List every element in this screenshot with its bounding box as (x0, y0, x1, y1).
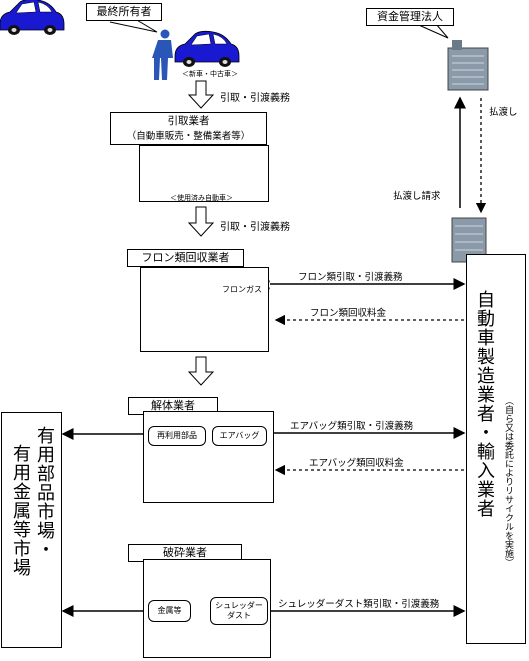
collector-title: 引取業者 （自動車販売・整備業者等） (110, 112, 267, 145)
dust-obligation-label: シュレッダーダスト類引取・引渡義務 (278, 599, 440, 610)
reuse-parts-box: 再利用部品 (148, 426, 206, 446)
dismantler-title: 解体業者 (128, 397, 218, 415)
metals-box: 金属等 (148, 600, 191, 622)
collector-name: 引取業者 (167, 115, 210, 127)
market-box (1, 412, 62, 648)
person-icon (152, 29, 173, 80)
airbag-fee-label: エアバッグ類回収料金 (309, 458, 404, 469)
collector-subtitle: （自動車販売・整備業者等） (126, 131, 251, 142)
final-owner-label: 最終所有者 (86, 3, 162, 21)
manufacturer-note: （自ら又は委託によりリサイクルを実施） (503, 396, 513, 567)
down-arrow-2 (187, 206, 215, 237)
freon-fee-label: フロン類回収料金 (310, 308, 387, 319)
airbag-box: エアバッグ (212, 426, 267, 446)
freon-gas-label: フロンガス (222, 285, 262, 294)
shredder-dust-line-1: シュレッダー (215, 601, 263, 610)
payout-label: 払渡し (489, 107, 518, 118)
dismantler-box (143, 411, 274, 503)
freon-collector-box (140, 267, 269, 352)
pickup-obligation-label-1: 引取・引渡義務 (220, 93, 290, 104)
manufacturer-box (466, 254, 526, 644)
collector-box (139, 145, 269, 202)
freon-collector-title: フロン類回収業者 (127, 249, 244, 267)
car-icon (0, 0, 65, 35)
pickup-obligation-label-2: 引取・引渡義務 (220, 222, 290, 233)
shredder-title: 破砕業者 (128, 544, 242, 562)
down-arrow-3 (187, 356, 215, 386)
down-arrow-1 (187, 80, 215, 109)
market-label-2: 有用金属等市場 (10, 444, 31, 577)
fund-building-icon (447, 40, 489, 91)
used-car-caption: ＜使用済み自動車＞ (170, 194, 233, 202)
fund-corp-label: 資金管理法人 (366, 8, 454, 26)
payout-request-label: 払渡し請求 (393, 191, 441, 202)
new-used-car-caption: ＜新車・中古車＞ (182, 70, 238, 78)
manufacturer-label: 自動車製造業者・輸入業者 (474, 290, 495, 518)
airbag-obligation-label: エアバッグ類引取・引渡義務 (290, 421, 414, 432)
shredder-dust-box: シュレッダー ダスト (210, 597, 268, 625)
shredder-dust-line-2: ダスト (227, 611, 251, 620)
market-label-1: 有用部品市場・ (34, 426, 55, 559)
freon-obligation-label: フロン類引取・引渡義務 (298, 272, 403, 283)
